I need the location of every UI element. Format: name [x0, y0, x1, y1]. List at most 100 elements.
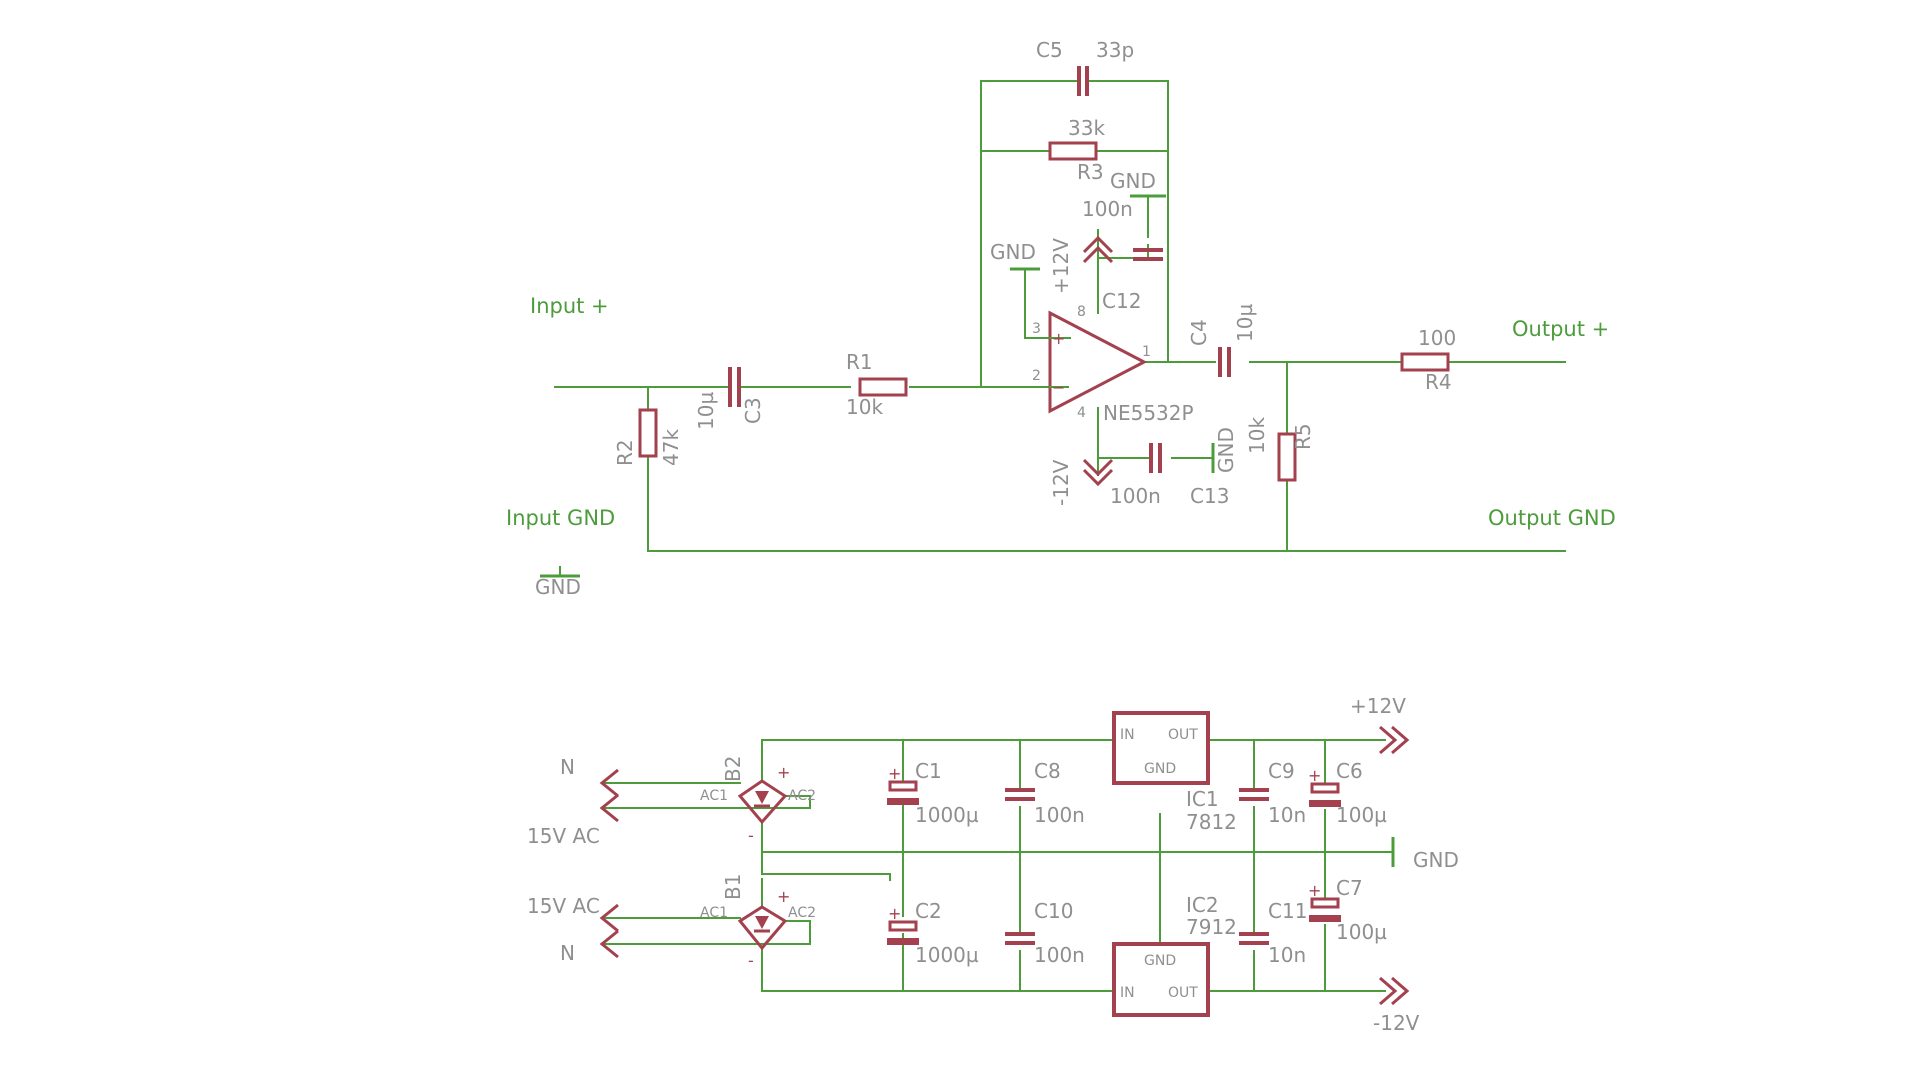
net-input-plus: Input +: [530, 294, 609, 318]
opamp-neg-supply-label: -12V: [1049, 459, 1073, 506]
capacitor-c4: [1218, 347, 1231, 377]
opamp-gnd-label: GND: [990, 240, 1036, 264]
capacitor-c10: [1005, 932, 1035, 945]
r1-ref-label: R1: [846, 350, 873, 374]
opamp-pin1-label: 1: [1142, 344, 1151, 360]
opamp-pos-supply-label: +12V: [1049, 238, 1073, 294]
opamp-pin2-label: 2: [1032, 368, 1041, 384]
capacitor-c9: [1239, 788, 1269, 801]
supply-arrow-opamp-pos: [1082, 235, 1114, 264]
c5-ref-label: C5: [1036, 38, 1063, 62]
c13-gnd-label: GND: [1214, 427, 1238, 473]
b2-ac1-label: AC1: [700, 788, 728, 804]
c6-polarity-mark: +: [1308, 766, 1321, 785]
opamp-pin3-label: 3: [1032, 321, 1041, 337]
b1-ac2-label: AC2: [788, 905, 816, 921]
c10-value-label: 100n: [1034, 943, 1085, 967]
c10-ref-label: C10: [1034, 899, 1073, 923]
supply-neg-out-label: -12V: [1373, 1011, 1420, 1035]
r2-ref-label: R2: [613, 439, 637, 466]
ic1-out-label: OUT: [1168, 727, 1198, 743]
capacitor-c11: [1239, 932, 1269, 945]
resistor-r3: [1048, 141, 1098, 161]
capacitor-c6: [1309, 782, 1341, 807]
c2-polarity-mark: +: [888, 904, 901, 923]
opamp-minus-sign: −: [1052, 378, 1065, 397]
regulator-ic1: [1112, 711, 1210, 785]
opamp-plus-sign: +: [1052, 329, 1065, 348]
resistor-r4: [1400, 352, 1450, 372]
c3-value-label: 10µ: [694, 392, 718, 430]
ic1-gnd-label: GND: [1144, 761, 1176, 777]
c12-value-label: 100n: [1082, 197, 1133, 221]
r5-ref-label: R5: [1291, 423, 1315, 450]
c11-ref-label: C11: [1268, 899, 1307, 923]
ac-n-top-label: N: [560, 755, 575, 779]
r4-value-label: 100: [1418, 326, 1456, 350]
c8-value-label: 100n: [1034, 803, 1085, 827]
c7-ref-label: C7: [1336, 876, 1363, 900]
bridge-rectifier-b2: [737, 779, 788, 825]
ac-input-arrow-n-bottom: [599, 929, 619, 959]
c9-value-label: 10n: [1268, 803, 1306, 827]
ic2-ref-label: IC2: [1186, 893, 1219, 917]
ac-15vac-bottom-label: 15V AC: [527, 894, 600, 918]
r2-value-label: 47k: [659, 429, 683, 466]
opamp-pin8-label: 8: [1077, 304, 1086, 320]
ic2-gnd-label: GND: [1144, 953, 1176, 969]
c5-value-label: 33p: [1096, 38, 1134, 62]
ic1-ref-label: IC1: [1186, 787, 1219, 811]
capacitor-c7: [1309, 897, 1341, 922]
supply-pos-out-label: +12V: [1350, 694, 1406, 718]
ic2-in-label: IN: [1120, 985, 1135, 1001]
ic1-part-label: 7812: [1186, 810, 1237, 834]
b1-ac1-label: AC1: [700, 905, 728, 921]
c3-ref-label: C3: [741, 397, 765, 424]
c13-value-label: 100n: [1110, 484, 1161, 508]
input-gnd-symbol-label: GND: [535, 575, 581, 599]
resistor-r2: [638, 408, 658, 458]
opamp-ne5532p: [1048, 310, 1148, 414]
c7-polarity-mark: +: [1308, 881, 1321, 900]
ac-input-arrow-15vac-top: [599, 793, 619, 823]
ac-input-arrow-15vac-bottom: [599, 903, 619, 933]
c9-ref-label: C9: [1268, 759, 1295, 783]
b2-plus-label: +: [777, 763, 790, 782]
b1-ref-label: B1: [721, 874, 745, 900]
capacitor-c13: [1149, 443, 1162, 473]
ic1-in-label: IN: [1120, 727, 1135, 743]
r3-value-label: 33k: [1068, 116, 1105, 140]
ic2-out-label: OUT: [1168, 985, 1198, 1001]
c13-ref-label: C13: [1190, 484, 1229, 508]
supply-gnd-label: GND: [1413, 848, 1459, 872]
capacitor-c12: [1133, 248, 1163, 261]
r3-ref-label: R3: [1077, 160, 1104, 184]
c2-value-label: 1000µ: [915, 943, 979, 967]
c7-value-label: 100µ: [1336, 920, 1387, 944]
net-output-gnd: Output GND: [1488, 506, 1616, 530]
c8-ref-label: C8: [1034, 759, 1061, 783]
supply-arrow-neg-out: [1379, 976, 1410, 1006]
c4-value-label: 10µ: [1233, 304, 1257, 342]
capacitor-c3: [709, 367, 761, 407]
ac-input-arrow-n-top: [599, 768, 619, 798]
supply-arrow-opamp-neg: [1082, 458, 1114, 487]
r1-value-label: 10k: [846, 395, 883, 419]
b2-minus-label: -: [748, 826, 754, 845]
c2-ref-label: C2: [915, 899, 942, 923]
power-supply-wires: [604, 739, 1394, 992]
regulator-ic2: [1112, 942, 1210, 1017]
c6-value-label: 100µ: [1336, 803, 1387, 827]
resistor-r1: [858, 377, 908, 397]
b2-ac2-label: AC2: [788, 788, 816, 804]
opamp-pin4-label: 4: [1077, 405, 1086, 421]
b1-minus-label: -: [748, 951, 754, 970]
ac-15vac-top-label: 15V AC: [527, 824, 600, 848]
c12-ref-label: C12: [1102, 289, 1141, 313]
resistor-r5: [1277, 432, 1297, 482]
c1-value-label: 1000µ: [915, 803, 979, 827]
supply-arrow-pos-out: [1379, 725, 1410, 755]
r4-ref-label: R4: [1425, 370, 1452, 394]
b1-plus-label: +: [777, 887, 790, 906]
